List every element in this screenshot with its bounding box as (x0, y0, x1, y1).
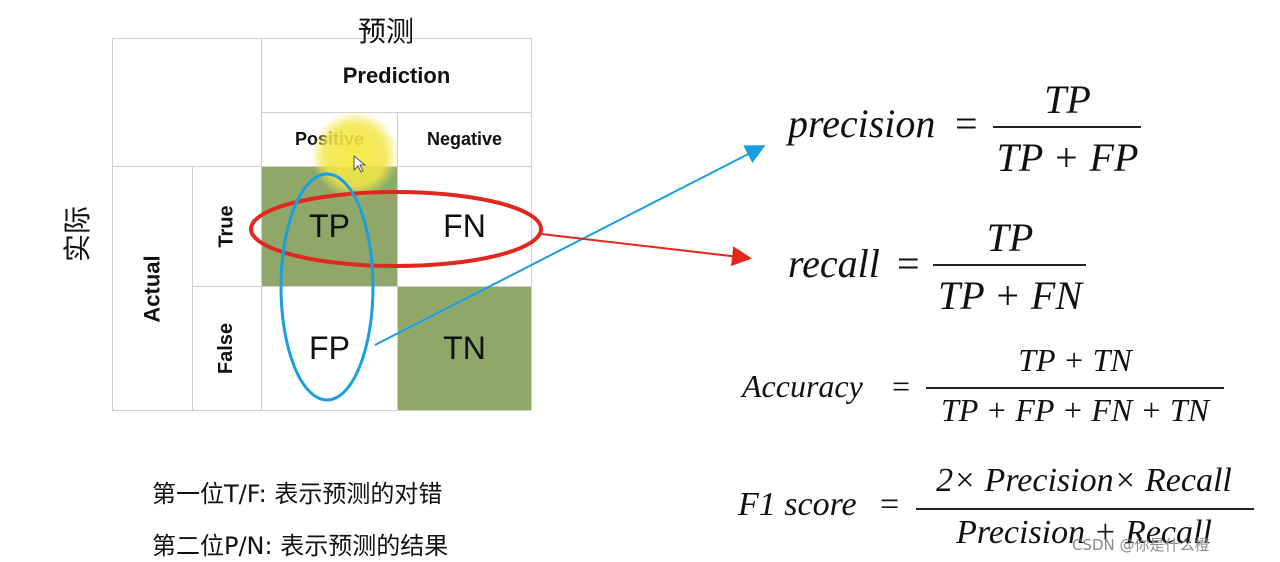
fn-label: FN (443, 208, 486, 244)
actual-cn-label: 实际 (56, 206, 96, 262)
precision-numerator: TP (1044, 77, 1091, 122)
actual-label: Actual (139, 254, 165, 323)
positive-column-header: Positive (261, 112, 398, 167)
watermark: CSDN @你是什么橙 (1072, 536, 1210, 554)
precision-fraction-bar (993, 126, 1141, 128)
prediction-cn-label: 预测 (358, 15, 415, 48)
fp-cell: FP (261, 286, 398, 411)
true-row-header: True (192, 166, 262, 287)
positive-label: Positive (294, 129, 365, 149)
recall-numerator: TP (986, 215, 1034, 260)
accuracy-lhs: Accuracy (742, 368, 863, 404)
tp-label: TP (309, 208, 350, 244)
f1-lhs: F1 score (738, 486, 857, 523)
red-arrow (540, 233, 752, 267)
fn-cell: FN (397, 166, 532, 287)
negative-column-header: Negative (397, 112, 532, 167)
precision-lhs: precision (788, 101, 936, 146)
true-label: True (215, 205, 238, 248)
f1-numerator: 2× Precision× Recall (936, 462, 1232, 499)
tp-cell: TP (261, 166, 398, 287)
false-label: False (215, 322, 238, 375)
recall-eq: = (897, 241, 920, 286)
fp-label: FP (309, 330, 350, 366)
tn-label: TN (443, 330, 486, 366)
note-first-letter: 第一位T/F: 表示预测的对错 (152, 480, 443, 508)
accuracy-denominator: TP + FP + FN + TN (940, 392, 1210, 428)
actual-header: Actual (112, 166, 193, 411)
accuracy-fraction-bar (926, 387, 1224, 389)
negative-label: Negative (426, 129, 503, 149)
f1-denominator: Precision + Recall (956, 514, 1212, 551)
precision-denominator: TP + FP (996, 135, 1139, 180)
recall-lhs: recall (788, 241, 880, 286)
accuracy-eq: = (892, 368, 911, 404)
note-second-letter: 第二位P/N: 表示预测的结果 (152, 532, 449, 560)
accuracy-numerator: TP + TN (1018, 342, 1132, 378)
recall-denominator: TP + FN (937, 273, 1083, 318)
false-row-header: False (192, 286, 262, 411)
f1-fraction-bar (916, 508, 1254, 510)
matrix-corner (112, 38, 262, 167)
precision-eq: = (955, 101, 978, 146)
prediction-label: Prediction (342, 62, 451, 88)
recall-fraction-bar (933, 264, 1086, 266)
actual-cn-text: 实际 (61, 205, 94, 262)
f1-eq: = (880, 486, 900, 523)
tn-cell: TN (397, 286, 532, 411)
